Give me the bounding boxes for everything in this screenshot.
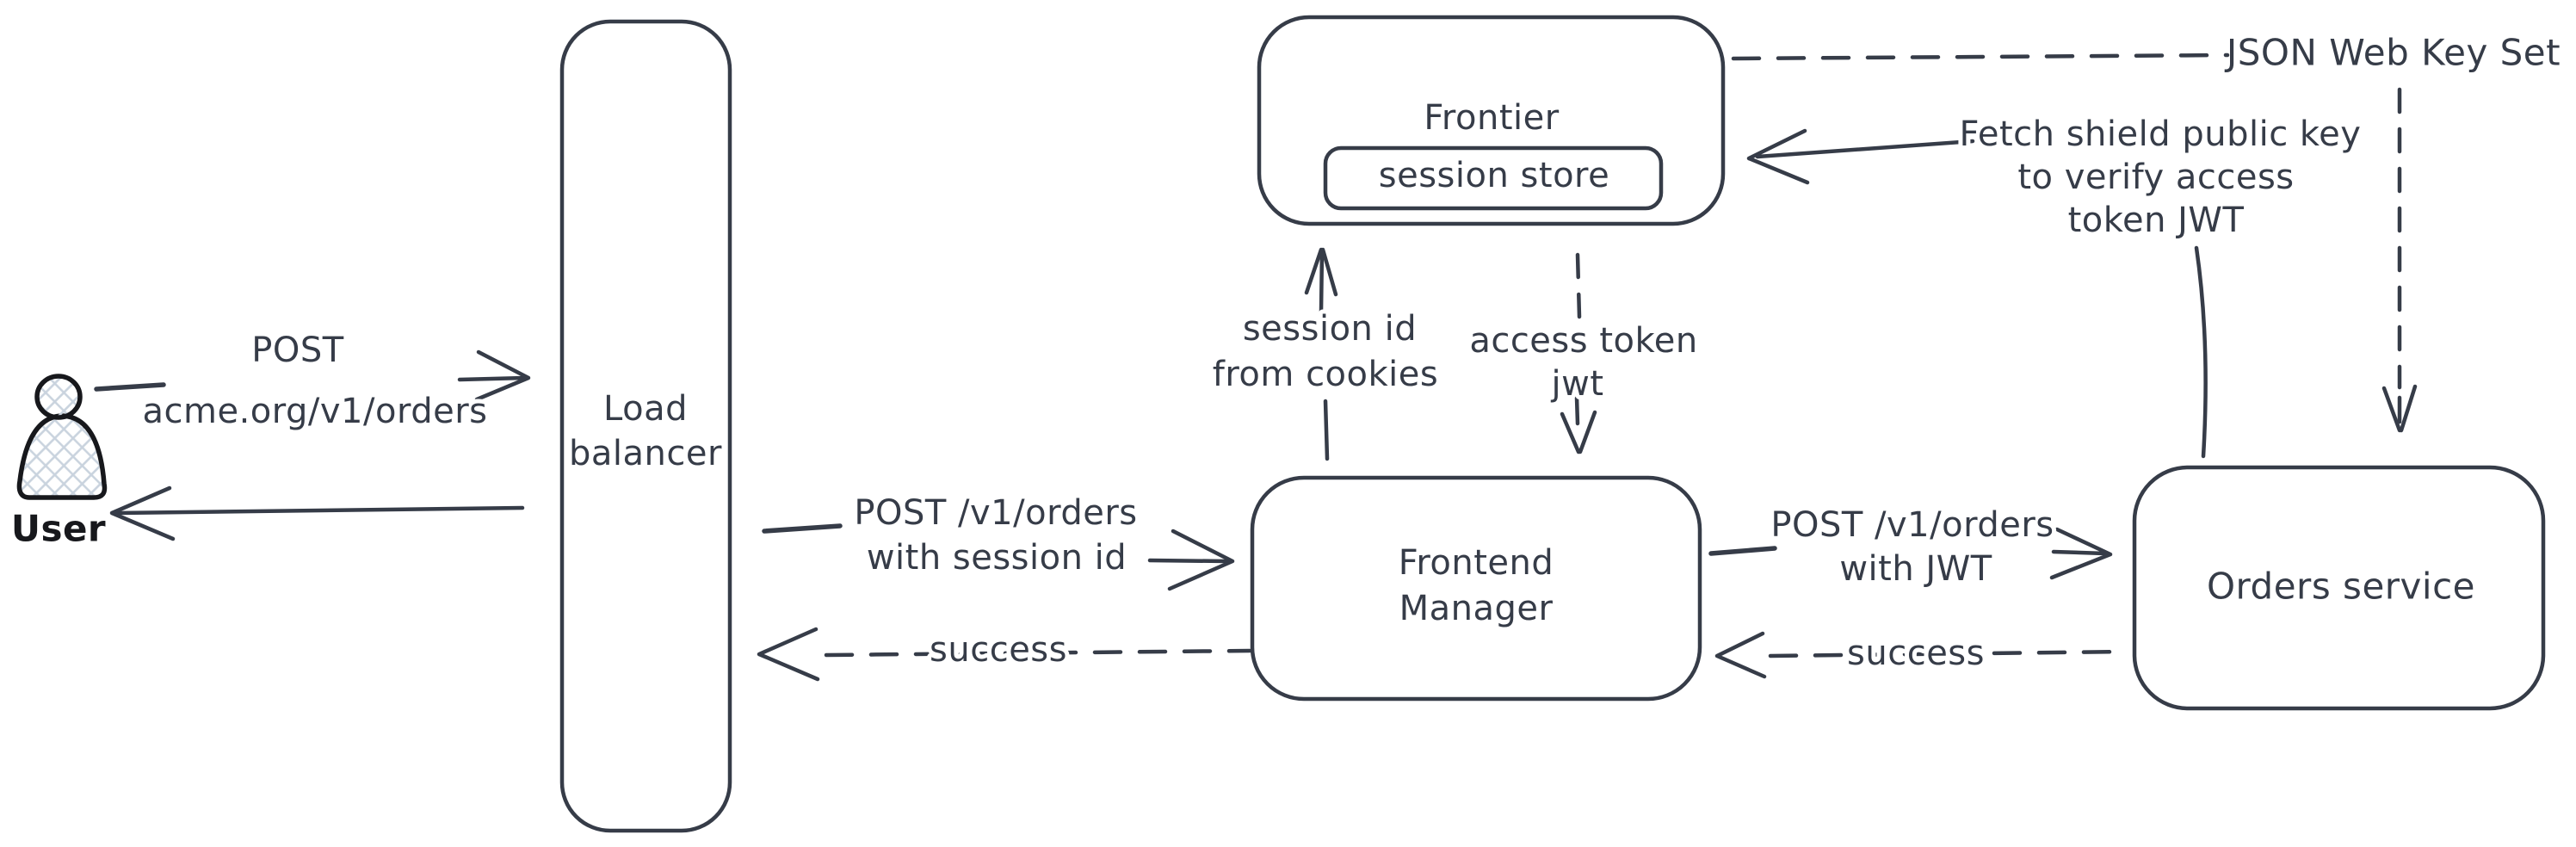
edge-frontier-to-fm: access token jwt xyxy=(1465,252,1702,454)
edge-fm-to-orders: POST /v1/orders with JWT xyxy=(1708,501,2113,593)
edge-orders-to-frontier-label-line3: token JWT xyxy=(2068,201,2245,240)
load-balancer-label-line1: Load xyxy=(603,389,688,429)
edge-orders-to-frontier-curve xyxy=(2194,245,2208,459)
frontend-manager-label-line1: Frontend xyxy=(1399,543,1554,583)
edge-fm-to-frontier-line-bottom xyxy=(1323,399,1330,461)
node-frontier: Frontier session store xyxy=(1257,15,1726,226)
edge-fm-to-orders-label-line1: POST /v1/orders xyxy=(1770,505,2054,545)
user-head-icon xyxy=(34,374,83,420)
arrowhead-down-icon xyxy=(1560,410,1597,454)
edge-lb-to-user xyxy=(109,485,525,541)
edge-lb-to-fm-tail xyxy=(762,523,843,534)
edge-fm-to-frontier: session id from cookies xyxy=(1208,247,1442,461)
edge-frontier-to-fm-dashed-top xyxy=(1575,252,1582,319)
edge-lb-to-user-line xyxy=(114,505,525,516)
edge-lb-to-fm-label-line2: with session id xyxy=(867,538,1127,578)
edge-user-to-lb-line xyxy=(457,375,528,382)
edge-orders-to-frontier: Fetch shield public key to verify access… xyxy=(1746,110,2365,459)
session-store-label: session store xyxy=(1379,156,1609,195)
node-orders-service: Orders service xyxy=(2132,465,2546,711)
edge-fm-to-orders-line xyxy=(2051,549,2108,556)
edge-fm-to-frontier-label-line1: session id xyxy=(1243,309,1417,349)
arrowhead-right-icon xyxy=(2049,527,2113,580)
arrowhead-up-icon xyxy=(1304,247,1338,297)
arrowhead-left-icon xyxy=(1746,128,1810,185)
edge-lb-to-fm-line xyxy=(1147,558,1230,564)
edge-frontier-to-fm-dash xyxy=(1574,395,1580,426)
edge-orders-to-frontier-line xyxy=(1755,139,1975,159)
user-actor: User xyxy=(11,374,108,550)
edge-fm-to-lb-label: success xyxy=(930,630,1067,670)
edge-frontier-to-fm-label-line1: access token xyxy=(1469,321,1697,361)
edge-jwks-to-frontier-dashed xyxy=(1731,53,2230,61)
edge-fm-to-frontier-line-top xyxy=(1319,248,1325,314)
orders-service-box xyxy=(2132,465,2546,711)
edge-user-to-lb-tail xyxy=(94,382,166,392)
edge-orders-to-fm-dashed-line xyxy=(1768,649,2130,658)
user-body-icon xyxy=(16,413,108,500)
arrowhead-left-icon xyxy=(1714,631,1767,679)
edge-user-to-lb-label-line1: POST xyxy=(251,331,343,370)
edge-fm-to-frontier-label-line2: from cookies xyxy=(1213,355,1438,394)
frontier-label: Frontier xyxy=(1424,98,1559,138)
node-json-web-key-set: JSON Web Key Set xyxy=(1731,32,2561,433)
node-load-balancer: Load balancer xyxy=(559,19,732,833)
edge-orders-to-frontier-label-line2: to verify access xyxy=(2017,158,2294,197)
user-label: User xyxy=(11,508,106,550)
load-balancer-label-line2: balancer xyxy=(569,434,722,473)
edge-fm-to-lb-dashed-line xyxy=(824,648,1252,658)
arrowhead-down-icon xyxy=(2381,384,2418,433)
arrowhead-right-icon xyxy=(1167,529,1235,591)
edge-user-to-lb: POST acme.org/v1/orders xyxy=(94,326,531,436)
edge-user-to-lb-label-line2: acme.org/v1/orders xyxy=(143,392,488,431)
session-store-box xyxy=(1323,145,1664,211)
arrowhead-right-icon xyxy=(474,349,531,402)
frontend-manager-box xyxy=(1250,475,1702,702)
arrowhead-left-icon xyxy=(757,627,820,682)
edge-fm-to-lb-success: success xyxy=(757,626,1252,682)
edge-orders-to-frontier-label-line1: Fetch shield public key xyxy=(1960,114,2362,154)
edge-orders-to-fm-success: success xyxy=(1714,629,2130,679)
edge-orders-to-fm-label: success xyxy=(1847,634,1985,673)
load-balancer-box xyxy=(559,19,732,833)
node-frontend-manager: Frontend Manager xyxy=(1250,475,1702,702)
arrowhead-left-icon xyxy=(109,485,176,541)
json-web-key-set-label: JSON Web Key Set xyxy=(2224,32,2561,74)
edge-frontier-to-fm-label-line2: jwt xyxy=(1550,364,1603,404)
edge-lb-to-fm: POST /v1/orders with session id xyxy=(762,489,1235,591)
edge-fm-to-orders-tail xyxy=(1708,546,1777,556)
edge-lb-to-fm-label-line1: POST /v1/orders xyxy=(854,493,1137,533)
orders-service-label: Orders service xyxy=(2207,566,2475,608)
frontend-manager-label-line2: Manager xyxy=(1399,589,1554,628)
edge-fm-to-orders-label-line2: with JWT xyxy=(1839,549,1992,589)
